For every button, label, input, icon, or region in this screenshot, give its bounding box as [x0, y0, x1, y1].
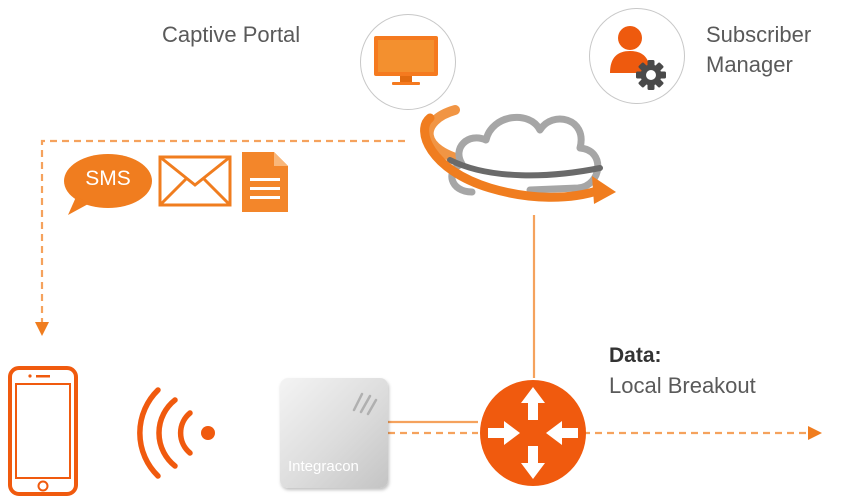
wifi-signal-icon: [137, 387, 215, 479]
breakout-arrowhead: [808, 426, 822, 440]
local-breakout-label: Local Breakout: [609, 373, 756, 398]
data-heading: Data:: [609, 344, 662, 367]
gear-icon: [636, 60, 666, 90]
subscriber-manager-node: [589, 8, 685, 104]
access-point-brand: Integracon: [288, 458, 359, 475]
router-icon: [480, 380, 586, 486]
subscriber-manager-label: Subscriber Manager: [706, 22, 812, 77]
cloud-orbit-icon: [420, 105, 616, 204]
notification-arrowhead: [35, 322, 49, 336]
signal-marks-icon: [352, 392, 378, 416]
envelope-icon: [158, 155, 232, 207]
sms-bubble-icon: [64, 154, 152, 215]
access-point-device: Integracon: [280, 378, 388, 488]
monitor-icon: [374, 36, 438, 85]
notification-path: [40, 139, 405, 322]
user-gear-icon: [610, 26, 666, 90]
sms-label: SMS: [85, 167, 131, 190]
captive-portal-node: [360, 14, 456, 110]
smartphone-icon: [8, 366, 78, 496]
document-icon: [242, 152, 288, 212]
captive-portal-label: Captive Portal: [162, 22, 301, 47]
